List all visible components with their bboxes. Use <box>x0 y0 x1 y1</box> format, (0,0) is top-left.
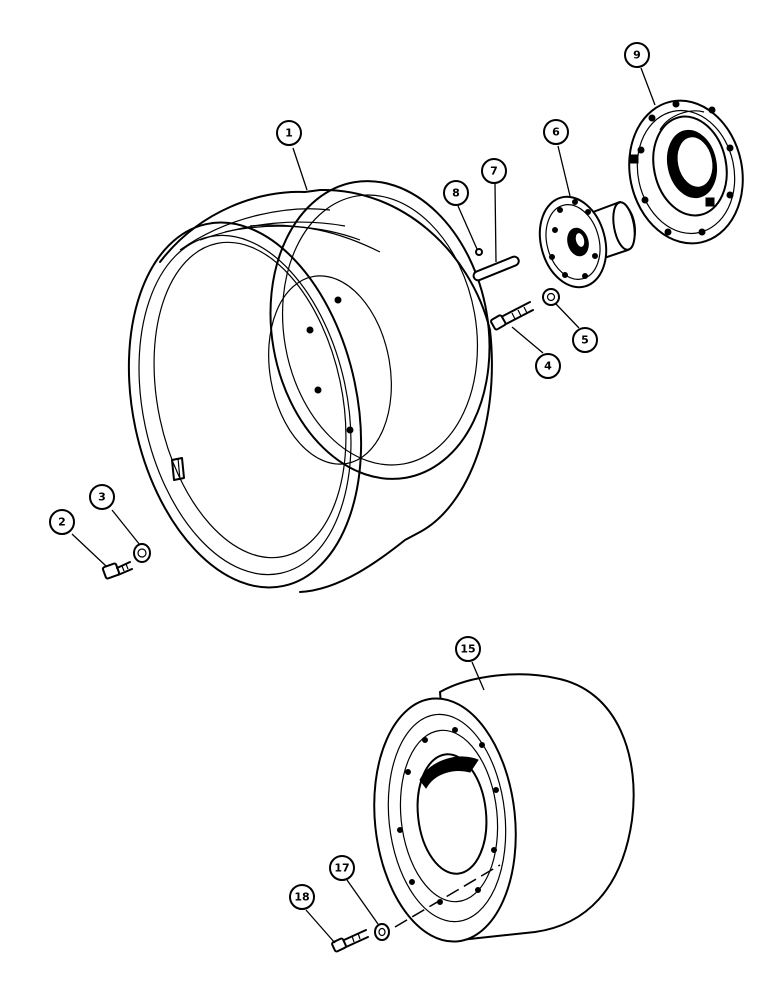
pin-8 <box>475 248 483 256</box>
callout-9-label: 9 <box>633 49 641 62</box>
callout-6-label: 6 <box>552 126 560 139</box>
callout-17: 17 <box>329 855 355 881</box>
callout-5: 5 <box>572 327 598 353</box>
callout-8-label: 8 <box>452 187 460 200</box>
callout-18-label: 18 <box>294 891 309 904</box>
nut-5 <box>542 288 560 306</box>
callout-8: 8 <box>443 180 469 206</box>
callout-6: 6 <box>543 119 569 145</box>
nut-17 <box>374 923 390 941</box>
callout-15: 15 <box>455 636 481 662</box>
callout-1: 1 <box>276 120 302 146</box>
callout-17-label: 17 <box>334 862 349 875</box>
callout-15-label: 15 <box>460 643 475 656</box>
callout-4: 4 <box>535 353 561 379</box>
bolt-4 <box>490 301 534 331</box>
callout-3-label: 3 <box>98 491 106 504</box>
callout-2: 2 <box>49 509 75 535</box>
callout-1-label: 1 <box>285 127 293 140</box>
wheel-rim <box>127 180 493 593</box>
callout-7-label: 7 <box>490 165 498 178</box>
callout-3: 3 <box>89 484 115 510</box>
flange-plate-9 <box>628 99 744 245</box>
callout-7: 7 <box>481 158 507 184</box>
leader-lines <box>71 67 656 944</box>
bolt-2 <box>101 561 133 580</box>
hub-6 <box>538 195 636 289</box>
callout-2-label: 2 <box>58 516 66 529</box>
alignment-line <box>394 864 501 928</box>
callout-4-label: 4 <box>544 360 552 373</box>
bolt-18 <box>331 929 369 953</box>
nut-3 <box>133 543 151 563</box>
key-7 <box>472 255 520 282</box>
callout-9: 9 <box>624 42 650 68</box>
callout-18: 18 <box>289 884 315 910</box>
wheel-weight-15 <box>373 673 635 943</box>
callout-5-label: 5 <box>581 334 589 347</box>
